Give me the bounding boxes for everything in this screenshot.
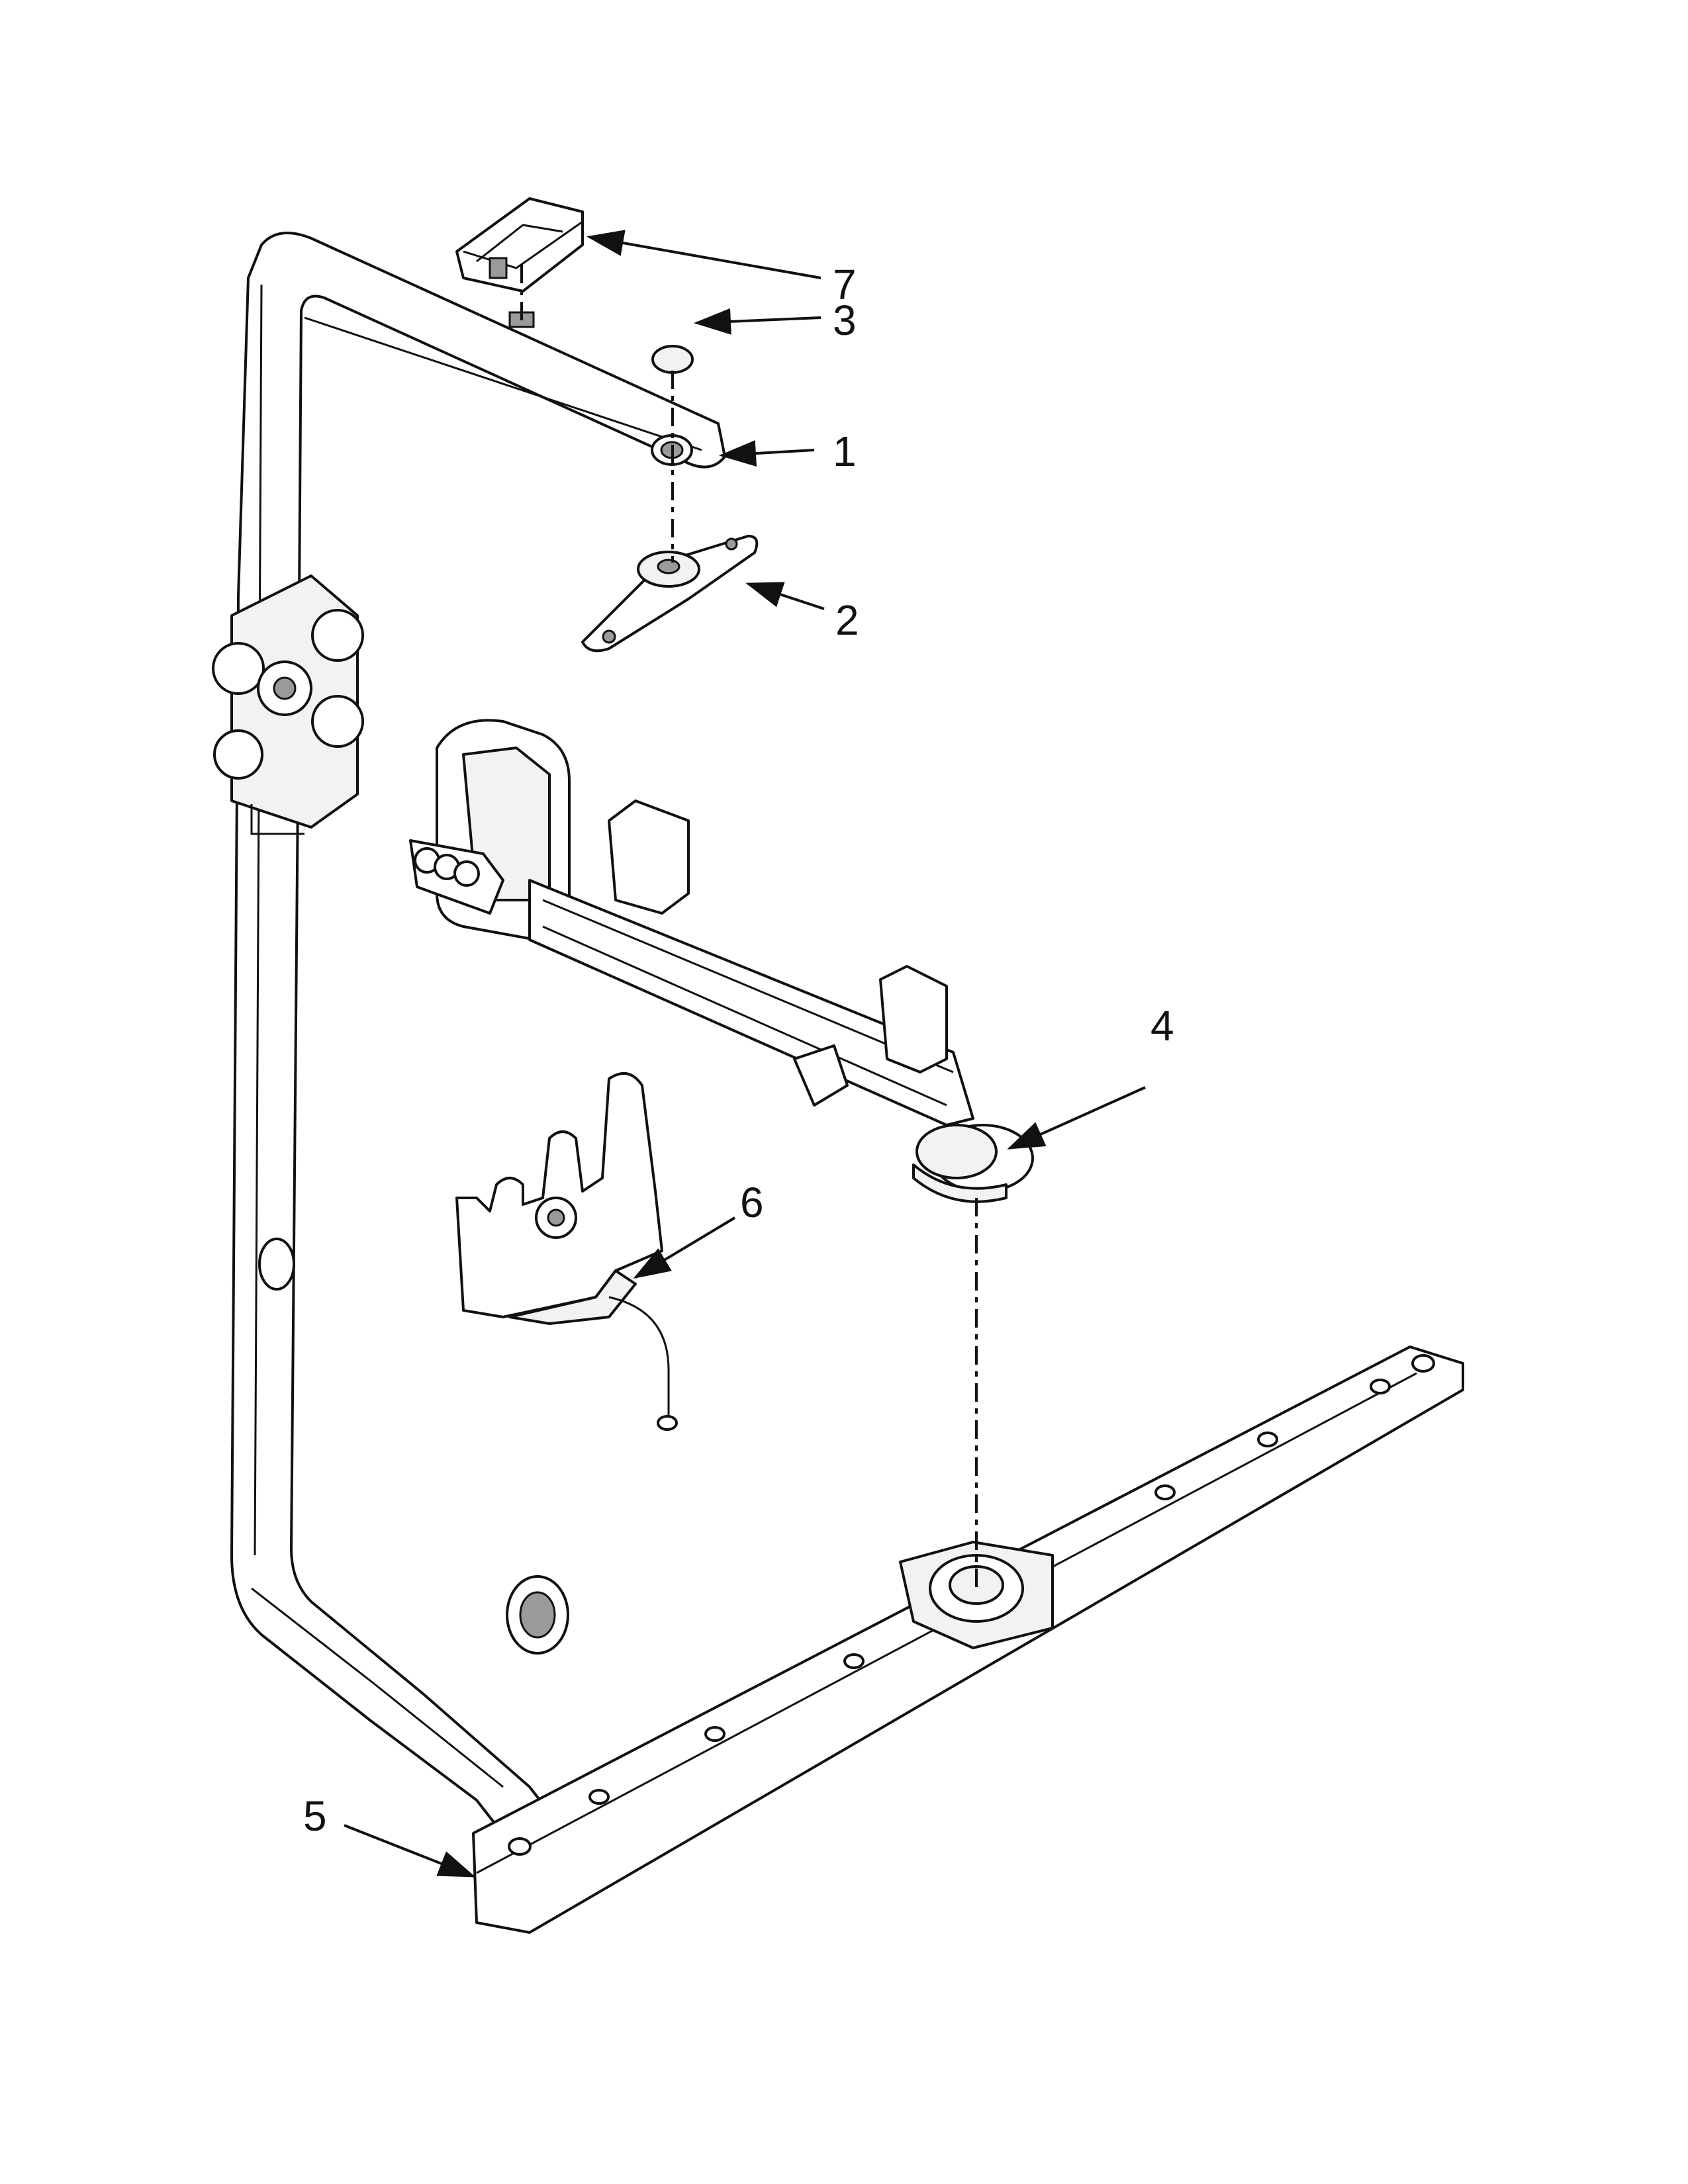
callout-5: 5 bbox=[303, 1792, 327, 1840]
manifold-part bbox=[409, 719, 1034, 1203]
leader-arrow-5 bbox=[344, 1824, 476, 1878]
callout-2: 2 bbox=[835, 596, 859, 644]
nozzle-part bbox=[455, 1072, 678, 1431]
callout-3: 3 bbox=[833, 296, 857, 344]
supply-tube-part bbox=[230, 232, 726, 1874]
leader-arrow-7 bbox=[586, 230, 821, 279]
leader-arrow-2 bbox=[745, 582, 825, 610]
clip-part bbox=[455, 197, 584, 293]
tube-mount-bracket bbox=[212, 574, 364, 835]
leader-arrow-1 bbox=[719, 440, 815, 467]
cap-part bbox=[651, 345, 694, 374]
callout-7: 7 bbox=[833, 261, 857, 308]
callout-6: 6 bbox=[740, 1179, 764, 1226]
lower-spray-arm-part bbox=[472, 1345, 1464, 1934]
leader-arrow-6 bbox=[633, 1216, 736, 1279]
upper-spray-arm-part bbox=[581, 535, 759, 653]
leader-arrow-3 bbox=[694, 308, 821, 335]
callout-1: 1 bbox=[833, 428, 857, 475]
callout-4: 4 bbox=[1150, 1002, 1174, 1050]
leader-arrow-4 bbox=[1007, 1086, 1146, 1150]
